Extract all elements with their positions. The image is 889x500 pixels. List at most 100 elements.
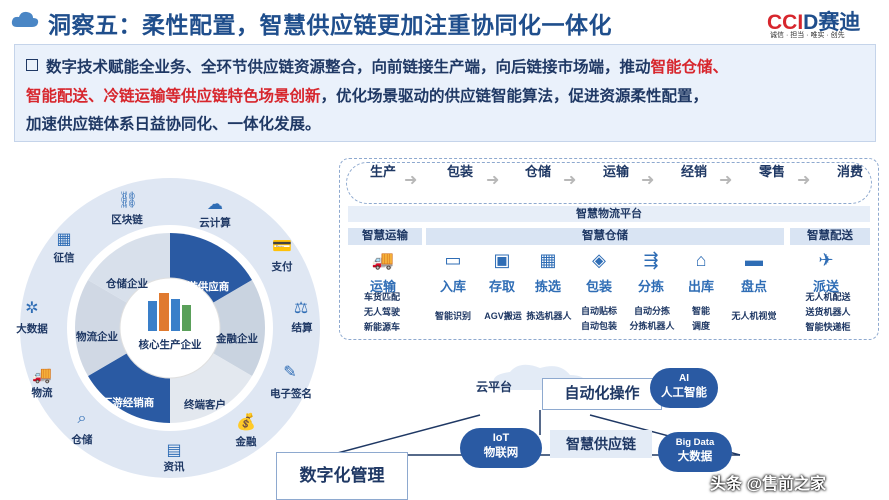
truck-clock-icon: 🚚: [371, 250, 395, 270]
stage-production: 生产: [369, 164, 396, 179]
intro-box: [14, 44, 876, 142]
ring-inner-3: 终端客户: [184, 399, 226, 411]
col-label-outbound: 出库: [687, 279, 714, 294]
col-sub-item: 自动贴标: [580, 306, 617, 316]
settlement-icon: ⚖: [293, 300, 309, 317]
col-sub-item: 拣选机器人: [526, 311, 572, 321]
smart-supply-chain-node: 智慧供应链: [550, 430, 652, 458]
stage-consumption: 消费: [836, 164, 863, 179]
intro-text: 数字技术赋能全业务、全环节供应链资源整合，向前链接生产端，向后链接市场端，推动智…: [26, 54, 874, 140]
platform-bar: [348, 206, 870, 222]
blockchain-icon: ⛓: [118, 192, 139, 209]
big-data-node: Big Data 大数据: [658, 432, 732, 472]
brand-name-part1: CCI: [767, 11, 804, 34]
ring-inner-1: 上游供应商: [176, 281, 230, 293]
arrow-right-icon: ➜: [486, 172, 500, 189]
category-delivery: 智慧配送: [790, 228, 870, 245]
col-sub-item: 新能源车: [363, 322, 400, 332]
iot-node: IoT 物联网: [460, 428, 542, 468]
col-label-packing: 包装: [585, 279, 612, 294]
col-sub-inbound: 智能识别: [427, 309, 479, 324]
col-sub-item: 智能识别: [434, 311, 471, 321]
category-warehouse: 智慧仓储: [426, 228, 784, 245]
page-title: 洞察五：柔性配置，智慧供应链更加注重协同化一体化: [48, 12, 612, 38]
city-icon: [148, 293, 191, 331]
iot-abbr: IoT: [492, 432, 510, 444]
ring-outer-2: 支付: [271, 261, 293, 273]
ring-outer-9: 大数据: [16, 323, 48, 335]
supply-chain-panel: [339, 158, 879, 340]
ring-outer-1: 云计算: [199, 217, 231, 229]
arrow-right-icon: ➜: [404, 172, 418, 189]
cloud-icon: [11, 11, 39, 27]
col-label-picking: 拣选: [534, 279, 561, 294]
col-sub-item: 无人机视觉: [731, 311, 777, 321]
big-data-icon: ✲: [25, 300, 39, 317]
stage-retail: 零售: [758, 164, 785, 179]
intro-p2: ，优化场景驱动的供应链智能算法，促进资源柔性配置，: [320, 87, 709, 105]
iot-label: 物联网: [483, 447, 519, 459]
col-sub-sorting: 自动分拣 分拣机器人: [626, 304, 678, 334]
stage-distribution: 经销: [680, 164, 707, 179]
brand-slogan: 诚信 · 担当 · 唯实 · 创先: [770, 32, 845, 39]
intro-highlight-2: 智能配送、冷链运输等供应链特色场景创新: [26, 87, 321, 105]
center-circle: [119, 277, 221, 379]
col-sub-item: 调度: [691, 321, 710, 331]
col-sub-item: 智能: [691, 306, 710, 316]
ring-outer-5: 金融: [235, 436, 257, 448]
col-sub-item: 送货机器人: [805, 307, 851, 317]
col-label-sorting: 分拣: [637, 279, 664, 294]
truck-icon: 🚚: [32, 367, 52, 384]
ring-outer-0: 区块链: [111, 214, 143, 226]
col-label-access: 存取: [488, 279, 515, 294]
ai-abbr: AI: [679, 373, 689, 384]
drone-icon: ✈: [818, 250, 834, 270]
col-label-inventory: 盘点: [740, 279, 767, 294]
col-sub-item: 无人机配送: [805, 292, 851, 302]
intro-highlight-1: 智能仓储、: [650, 59, 729, 76]
storage-box-icon: ▣: [493, 250, 511, 270]
ring-inner-5: 物流企业: [76, 331, 118, 343]
warehouse-search-icon: ⌕: [77, 410, 87, 427]
intro-p1: 数字技术赋能全业务、全环节供应链资源整合，向前链接生产端，向后链接市场端，推动: [46, 59, 651, 76]
digital-management-node: 数字化管理: [276, 452, 408, 500]
category-transport: 智慧运输: [348, 228, 422, 245]
sorting-icon: ⇶: [643, 250, 659, 270]
stage-storage: 仓储: [524, 164, 551, 179]
col-sub-picking: 拣选机器人: [523, 309, 575, 324]
ring-inner-2: 金融企业: [216, 333, 258, 345]
ai-node: AI 人工智能: [650, 368, 718, 408]
e-signature-icon: ✎: [283, 364, 297, 381]
col-sub-item: 无人驾驶: [363, 307, 400, 317]
col-label-delivery: 派送: [812, 279, 839, 294]
col-sub-delivery: 无人机配送 送货机器人 智能快递柜: [800, 290, 856, 335]
arrow-right-icon: ➜: [719, 172, 733, 189]
ring-outer-6: 资讯: [163, 461, 185, 473]
package-icon: ◈: [592, 250, 606, 270]
stage-transport: 运输: [602, 164, 629, 179]
ring-outer-4: 电子签名: [270, 388, 312, 400]
bullet-icon: [26, 59, 38, 71]
col-sub-item: 自动分拣: [633, 306, 670, 316]
platform-label: 智慧物流平台: [576, 208, 642, 220]
big-data-abbr: Big Data: [675, 437, 715, 448]
ai-label: 人工智能: [661, 387, 707, 399]
inbound-icon: ▭: [444, 250, 462, 270]
ring-outer-7: 仓储: [71, 434, 93, 446]
automation-node: 自动化操作: [542, 378, 662, 410]
brand-name-part2: D赛迪: [803, 11, 861, 34]
ecosystem-ring: [20, 178, 320, 478]
ring-outer-8: 物流: [31, 387, 53, 399]
col-label-inbound: 入库: [439, 279, 466, 294]
outbound-icon: ⌂: [695, 250, 707, 270]
col-sub-outbound: 智能 调度: [686, 304, 716, 334]
brand-logo: CCID赛迪: [767, 6, 860, 36]
ring-outer-3: 结算: [291, 322, 313, 334]
col-sub-transport: 车货匹配 无人驾驶 新能源车: [355, 290, 409, 335]
ring-inner-4: 下游经销商: [101, 397, 155, 409]
arrow-right-icon: ➜: [797, 172, 811, 189]
intro-p3: 加速供应链体系日益协同化、一体化发展。: [26, 116, 321, 133]
arrow-right-icon: ➜: [563, 172, 577, 189]
cloud-computing-icon: ☁: [207, 196, 223, 213]
ring-inner-0: 仓储企业: [106, 278, 148, 290]
